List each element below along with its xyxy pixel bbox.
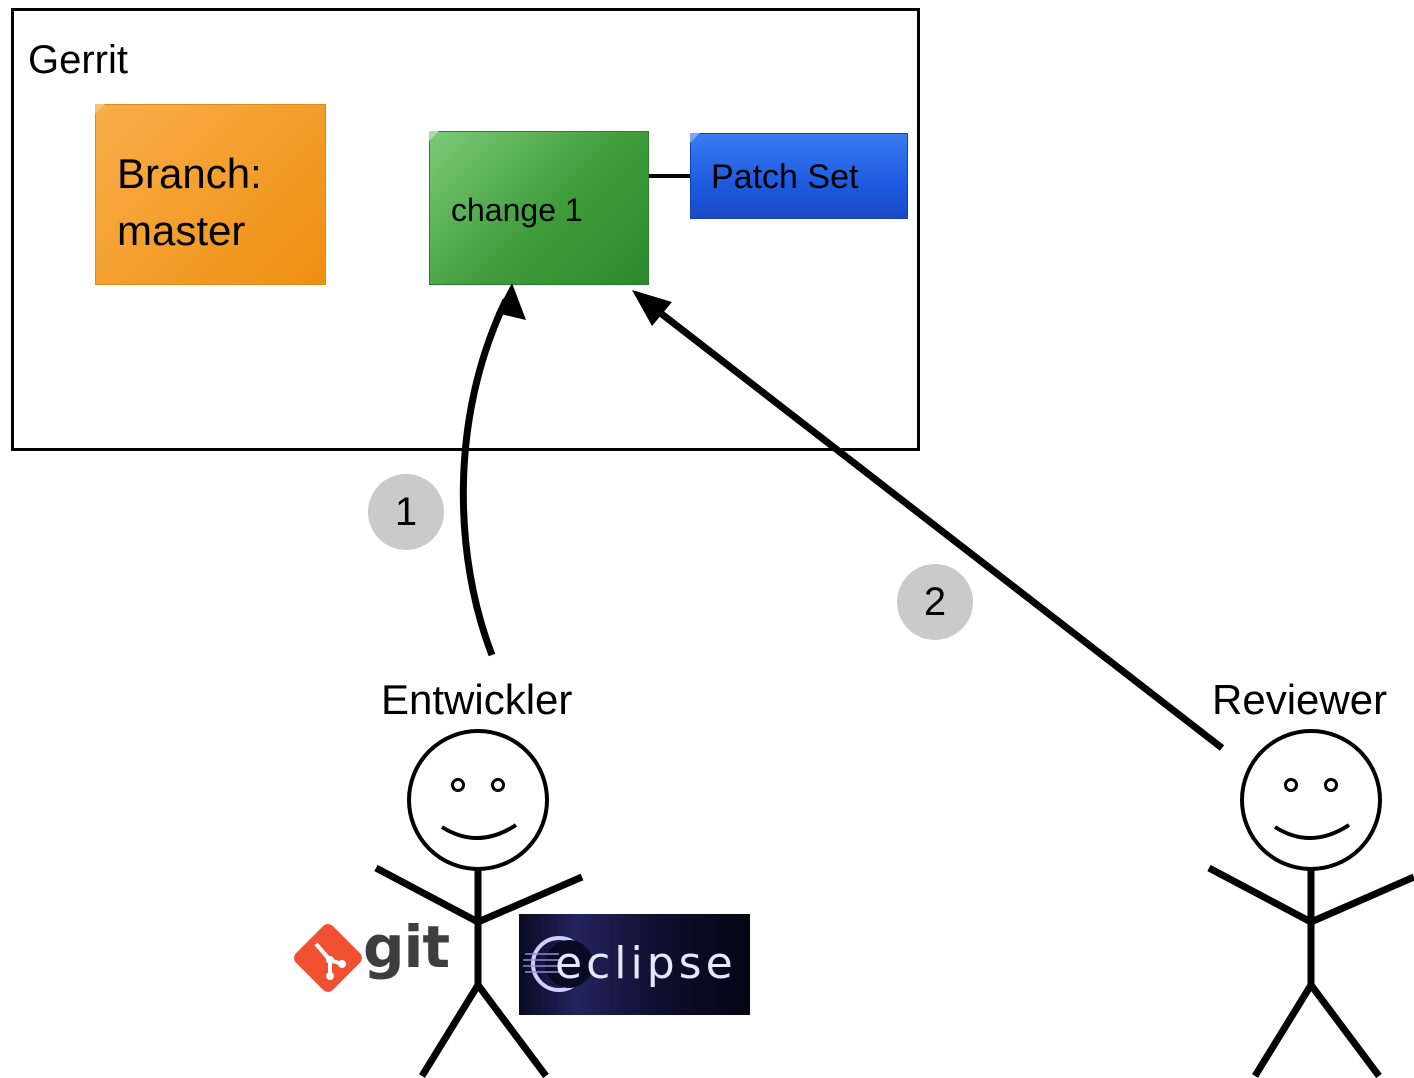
arrow-reviewer-to-change: [651, 305, 1225, 751]
reviewer-stick-figure: [1240, 729, 1382, 871]
step-2-badge: 2: [897, 564, 973, 640]
git-logo-text: git: [363, 913, 450, 981]
eclipse-logo-text: eclipse: [555, 938, 737, 989]
developer-body: [374, 864, 584, 1078]
branch-master-node: Branch: master: [95, 104, 326, 285]
developer-label: Entwickler: [381, 676, 573, 723]
eclipse-logo-icon: [523, 936, 593, 992]
change-1-node: change 1: [429, 131, 649, 285]
arrow-developer-to-change: [459, 298, 510, 657]
branch-label: Branch: master: [117, 150, 262, 254]
step-1-badge: 1: [368, 474, 444, 550]
eclipse-logo: eclipse: [519, 914, 750, 1015]
patch-set-node: Patch Set: [690, 133, 908, 219]
git-logo-icon: [294, 924, 362, 992]
patch-set-label: Patch Set: [711, 158, 859, 196]
change-label: change 1: [451, 192, 583, 228]
arrow-2-head-icon: [632, 290, 672, 326]
arrow-1-head-icon: [496, 283, 526, 320]
reviewer-body: [1207, 864, 1414, 1078]
reviewer-label: Reviewer: [1212, 676, 1388, 723]
gerrit-title: Gerrit: [28, 38, 128, 82]
developer-stick-figure: [407, 729, 549, 871]
